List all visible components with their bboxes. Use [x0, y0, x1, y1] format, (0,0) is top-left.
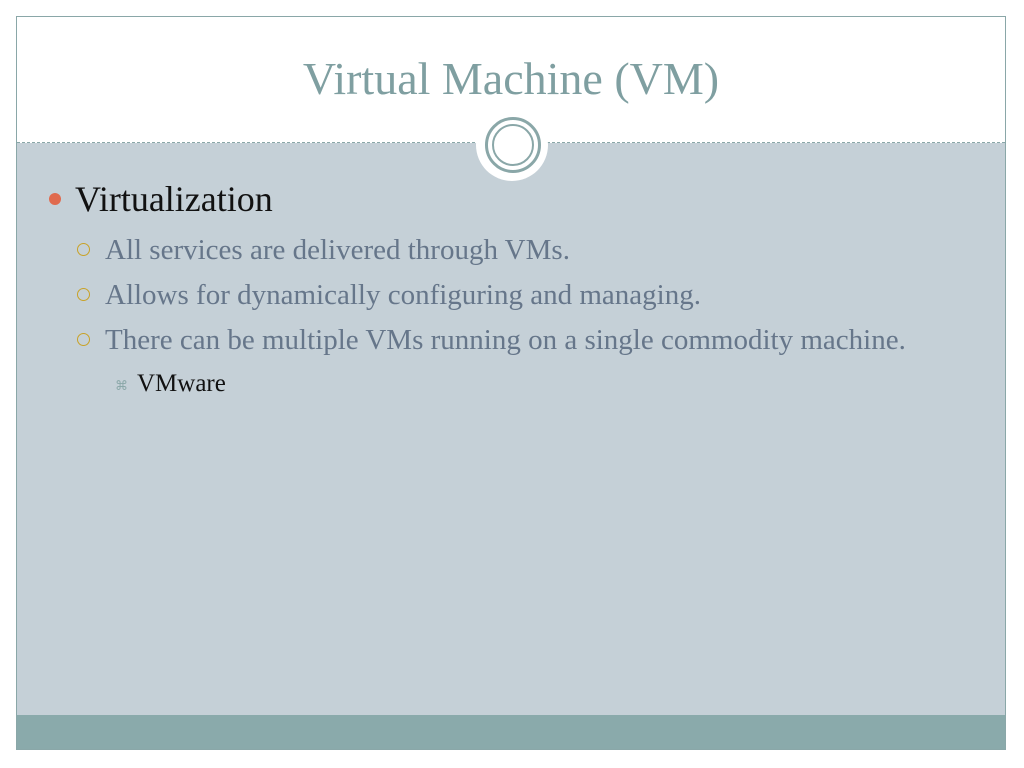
double-ring-ornament-icon: [485, 117, 541, 173]
hollow-circle-bullet-icon: [77, 288, 90, 301]
bullet-text: VMware: [137, 370, 226, 397]
hollow-circle-bullet-icon: [77, 333, 90, 346]
slide-title: Virtual Machine (VM): [302, 53, 720, 104]
bullet-level2: Allows for dynamically configuring and m…: [47, 276, 967, 315]
hollow-circle-bullet-icon: [77, 243, 90, 256]
footer-band: [17, 715, 1005, 749]
bullet-text: Allows for dynamically configuring and m…: [105, 279, 701, 311]
ornament-inner-ring: [492, 124, 534, 166]
bullet-level2: There can be multiple VMs running on a s…: [47, 321, 967, 360]
star-bullet-icon: ⌘: [115, 379, 128, 394]
bullet-level1: Virtualization: [47, 175, 967, 223]
bullet-level3: ⌘ VMware: [47, 366, 967, 402]
slide-content: Virtualization All services are delivere…: [47, 175, 967, 402]
bullet-level2: All services are delivered through VMs.: [47, 231, 967, 270]
bullet-text: Virtualization: [75, 179, 273, 219]
bullet-text: There can be multiple VMs running on a s…: [105, 324, 906, 356]
filled-circle-bullet-icon: [49, 193, 61, 205]
bullet-text: All services are delivered through VMs.: [105, 234, 570, 266]
slide: Virtual Machine (VM) Virtualization All …: [16, 16, 1006, 750]
